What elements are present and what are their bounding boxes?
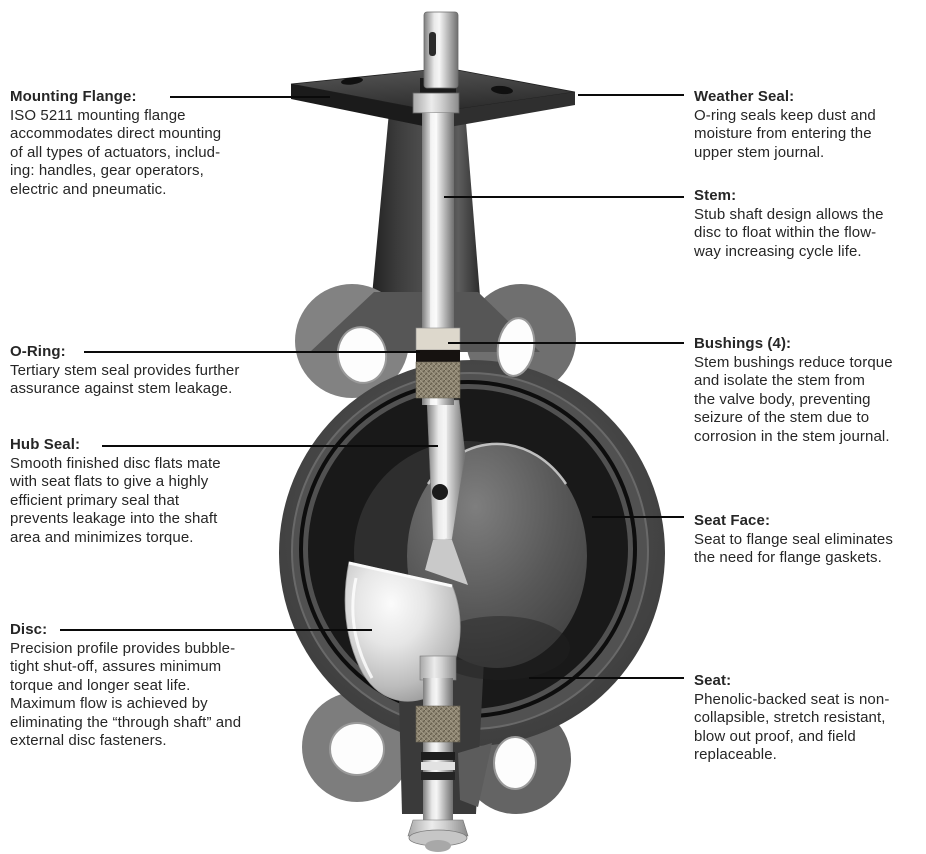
lower-trunnion-collar xyxy=(419,655,457,681)
leader-lines xyxy=(60,94,684,679)
o-ring-band xyxy=(416,350,460,362)
disc-dome-shadow xyxy=(430,616,570,680)
callout-hub-seal: Hub Seal: Smooth finished disc flats mat… xyxy=(10,436,292,547)
callout-disc: Disc: Precision profile provides bubble-… xyxy=(10,621,292,751)
callout-body: Phenolic-backed seat is non- collapsible… xyxy=(694,690,890,764)
callout-body: Seat to flange seal eliminates the need … xyxy=(694,530,893,567)
callout-mounting-flange: Mounting Flange: ISO 5211 mounting flang… xyxy=(10,88,292,199)
callout-weather-seal: Weather Seal: O-ring seals keep dust and… xyxy=(694,88,922,162)
bolt-hole-bottom-left xyxy=(329,722,385,776)
bolt-hole-top-left xyxy=(336,326,388,384)
upper-knurled-bushing xyxy=(415,361,461,399)
bottom-boss-cut-face xyxy=(458,743,492,807)
callout-title: O-Ring: xyxy=(10,343,66,360)
lobe-holes xyxy=(329,317,537,790)
callout-title: Seat Face: xyxy=(694,512,771,529)
square-drive-notch xyxy=(429,32,436,56)
disc-section-edge xyxy=(348,561,453,588)
callout-stem: Stem: Stub shaft design allows the disc … xyxy=(694,187,922,261)
callout-title: Seat: xyxy=(694,672,732,689)
disc-section-arc-highlight xyxy=(351,577,374,679)
lower-groove-bright xyxy=(421,762,455,770)
callout-body: Stub shaft design allows the disc to flo… xyxy=(694,205,884,260)
callout-seat: Seat: Phenolic-backed seat is non- colla… xyxy=(694,672,922,765)
weather-seal-collar xyxy=(412,92,460,114)
lower-stem-assembly xyxy=(407,655,469,852)
hub-seal-recess xyxy=(432,484,448,500)
callout-body: ISO 5211 mounting flange accommodates di… xyxy=(10,106,222,198)
callout-body: Stem bushings reduce torque and isolate … xyxy=(694,353,893,445)
upper-bushing xyxy=(415,327,461,351)
callout-title: Hub Seal: xyxy=(10,436,81,453)
callout-body: Tertiary stem seal provides further assu… xyxy=(10,361,240,398)
callout-bushings: Bushings (4): Stem bushings reduce torqu… xyxy=(694,335,922,446)
callout-title: Stem: xyxy=(694,187,737,204)
callout-body: Precision profile provides bubble- tight… xyxy=(10,639,242,750)
callout-title: Bushings (4): xyxy=(694,335,792,352)
flange-bolt-slot-right xyxy=(491,85,513,95)
lower-stem-shaft xyxy=(423,678,453,824)
callout-title: Mounting Flange: xyxy=(10,88,137,105)
callout-seat-face: Seat Face: Seat to flange seal eliminate… xyxy=(694,512,922,568)
stem-highlight xyxy=(430,113,437,405)
lower-groove-dark-1 xyxy=(421,752,455,760)
upper-stem-assembly xyxy=(412,11,461,405)
callout-o-ring: O-Ring: Tertiary stem seal provides furt… xyxy=(10,343,292,399)
bolt-hole-bottom-right xyxy=(493,736,537,790)
hub-flare xyxy=(425,540,468,585)
lower-knurled-bushing xyxy=(415,705,461,743)
callout-body: Smooth finished disc flats mate with sea… xyxy=(10,454,221,546)
callout-body: O-ring seals keep dust and moisture from… xyxy=(694,106,876,161)
flange-bolt-slot-left xyxy=(341,77,363,85)
callout-title: Weather Seal: xyxy=(694,88,795,105)
bottom-cap-tip xyxy=(425,840,451,852)
callout-title: Disc: xyxy=(10,621,48,638)
bolt-hole-top-right xyxy=(496,317,536,377)
square-drive-stem xyxy=(423,11,459,89)
lower-groove-dark-2 xyxy=(421,772,455,780)
